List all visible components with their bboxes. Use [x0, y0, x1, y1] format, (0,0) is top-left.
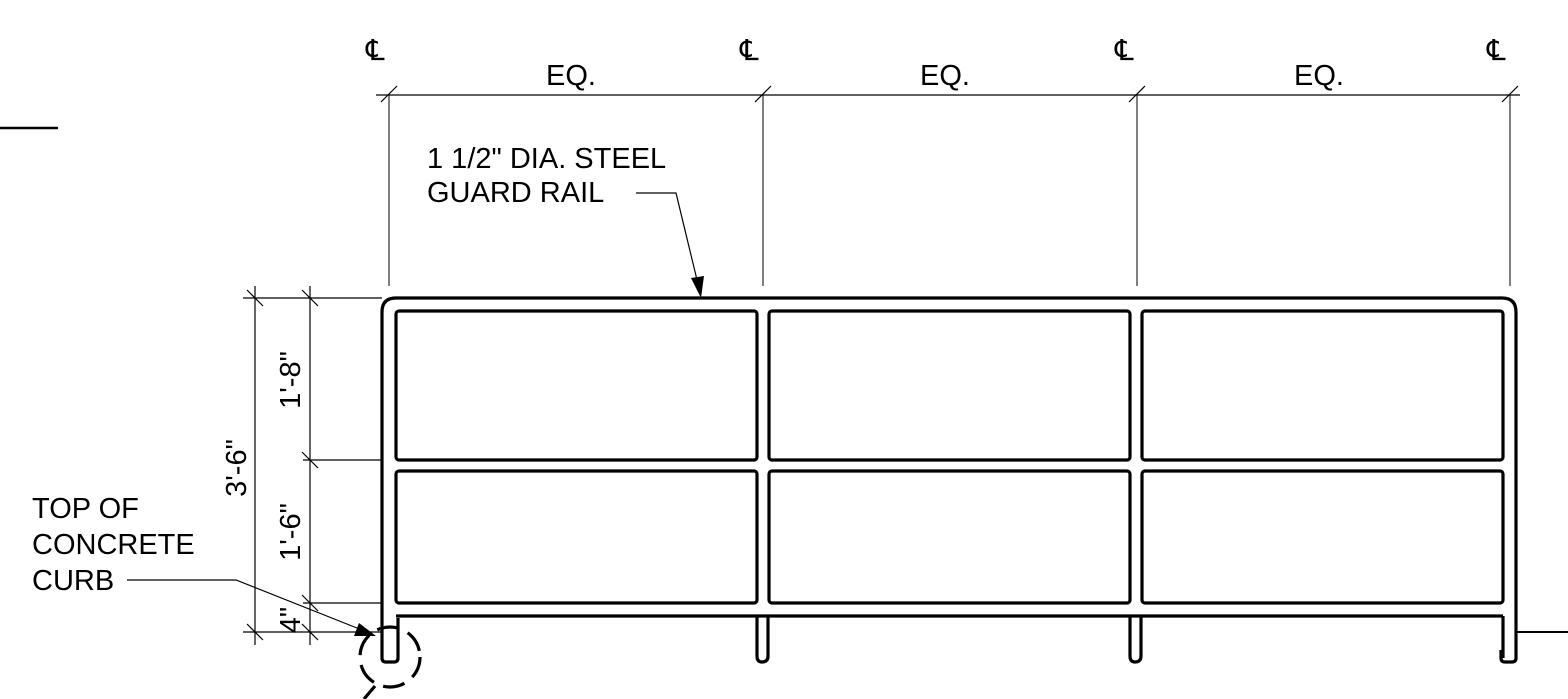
dim-overall-label: 3'-6"	[221, 439, 253, 497]
spacing-label-2: EQ.	[920, 60, 970, 92]
dim-top-label: 1'-8"	[275, 351, 307, 409]
curb-callout-line-3: CURB	[32, 565, 114, 597]
guard-rail	[380, 296, 1518, 664]
rail-callout-line-2: GUARD RAIL	[427, 177, 604, 209]
centerline-symbol-4: ℄	[1486, 35, 1506, 67]
post-extension-lines	[388, 95, 1511, 286]
vertical-dimensions	[243, 286, 382, 645]
dim-middle-label: 1'-6"	[275, 503, 307, 561]
curb-callout-line-1: TOP OF	[32, 493, 139, 525]
centerline-symbol-1: ℄	[365, 35, 385, 67]
centerline-symbol-2: ℄	[739, 35, 759, 67]
curb-callout-leader	[127, 579, 376, 636]
spacing-label-1: EQ.	[546, 60, 596, 92]
dim-bottom-label: 4"	[275, 607, 307, 633]
rail-callout-line-1: 1 1/2" DIA. STEEL	[427, 143, 666, 175]
detail-reference-circle	[358, 625, 422, 699]
top-dimension-line	[376, 85, 1520, 103]
spacing-label-3: EQ.	[1294, 60, 1344, 92]
rail-callout-leader	[636, 192, 704, 298]
centerline-symbol-3: ℄	[1114, 35, 1134, 67]
curb-callout-line-2: CONCRETE	[32, 529, 195, 561]
